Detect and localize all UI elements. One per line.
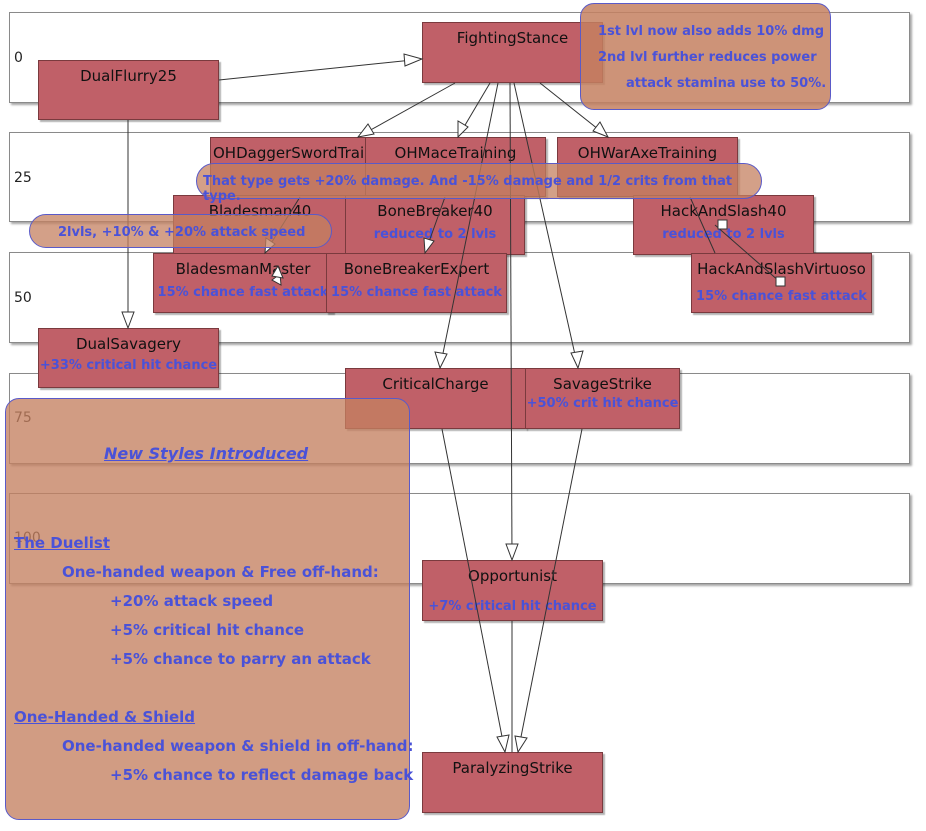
duelist-bonus: +5% critical hit chance (110, 621, 305, 639)
perk-description: +7% critical hit chance (428, 599, 597, 614)
perk-node-fighting-stance[interactable]: FightingStance (422, 22, 603, 83)
perk-title: OHMaceTraining (394, 144, 517, 162)
perk-title: FightingStance (456, 29, 569, 47)
perk-node-paralyzing-strike[interactable]: ParalyzingStrike (422, 752, 603, 813)
perk-title: DualFlurry25 (80, 67, 177, 85)
perk-title: OHDaggerSwordTraining (213, 144, 366, 162)
perk-title: HackAndSlash40 (660, 202, 787, 220)
connector-line (689, 196, 716, 254)
duelist-bonus: +5% chance to parry an attack (110, 650, 371, 668)
arrowhead (592, 121, 610, 138)
shield-bonus: +5% chance to reflect damage back (110, 766, 414, 784)
perk-title: OHWarAxeTraining (577, 144, 718, 162)
perk-title: HackAndSlashVirtuoso (697, 260, 866, 278)
note-bladesman: 2lvls, +10% & +20% attack speed (29, 214, 332, 248)
perk-node-bone-breaker-expert[interactable]: BoneBreakerExpert 15% chance fast attack (326, 253, 507, 313)
connector-line (218, 58, 423, 81)
perk-title: ParalyzingStrike (452, 759, 573, 777)
tier-label: 50 (14, 290, 32, 306)
duelist-requirement: One-handed weapon & Free off-hand: (62, 563, 379, 581)
perk-node-opportunist[interactable]: Opportunist +7% critical hit chance (422, 560, 603, 621)
connector-line (357, 82, 456, 138)
perk-node-dual-flurry[interactable]: DualFlurry25 (38, 60, 219, 120)
perk-node-savage-strike[interactable]: SavageStrike +50% crit hit chance (525, 368, 680, 429)
new-styles-panel: New Styles Introduced The Duelist One-ha… (5, 398, 414, 820)
connector-line (441, 428, 506, 753)
perk-title: BoneBreaker40 (377, 202, 493, 220)
connector-line (509, 82, 513, 561)
perk-description: 15% chance fast attack (157, 285, 329, 300)
perk-description: reduced to 2 lvls (373, 227, 497, 242)
junction-marker (717, 219, 728, 230)
tier-label: 0 (14, 50, 23, 66)
perk-node-hack-and-slash-virtuoso[interactable]: HackAndSlashVirtuoso 15% chance fast att… (691, 253, 872, 313)
perk-title: Opportunist (468, 567, 557, 585)
shield-requirement: One-handed weapon & shield in off-hand: (62, 737, 414, 755)
perk-description: reduced to 2 lvls (662, 227, 785, 242)
duelist-bonus: +20% attack speed (110, 592, 274, 610)
perk-description: 15% chance fast attack (331, 285, 502, 300)
note-line: attack stamina use to 50%. (626, 76, 827, 91)
perk-node-critical-charge[interactable]: CriticalCharge (345, 368, 526, 429)
perk-title: CriticalCharge (382, 375, 489, 393)
perk-description: +33% critical hit chance (39, 358, 218, 373)
arrowhead (271, 264, 284, 279)
note-line: 2nd lvl further reduces power (598, 50, 817, 65)
note-training: That type gets +20% damage. And -15% dam… (196, 163, 762, 204)
connector-line (513, 82, 579, 369)
note-fighting-stance: 1st lvl now also adds 10% dmg 2nd lvl fu… (580, 3, 831, 110)
arrowhead (514, 735, 528, 754)
arrowhead (403, 53, 424, 67)
tier-label: 25 (14, 170, 32, 186)
arrowhead (496, 734, 510, 754)
perk-title: SavageStrike (553, 375, 652, 393)
arrowhead (505, 543, 519, 562)
shield-title: One-Handed & Shield (14, 708, 196, 726)
arrowhead (423, 237, 435, 255)
arrowhead (457, 120, 469, 139)
duelist-title: The Duelist (14, 534, 110, 552)
connector-line (714, 224, 781, 283)
connector-line (439, 82, 499, 369)
perk-description: 15% chance fast attack (696, 289, 867, 304)
panel-heading: New Styles Introduced (104, 444, 309, 463)
arrowhead (121, 311, 135, 330)
perk-title: DualSavagery (76, 335, 181, 353)
perk-title: BoneBreakerExpert (343, 260, 490, 278)
connector-line (517, 428, 583, 753)
arrowhead (356, 123, 375, 138)
junction-marker (775, 276, 786, 287)
perk-description: +50% crit hit chance (526, 396, 679, 411)
perk-node-dual-savagery[interactable]: DualSavagery +33% critical hit chance (38, 328, 219, 388)
note-line: 1st lvl now also adds 10% dmg (598, 24, 825, 39)
arrowhead (570, 350, 584, 370)
arrowhead (434, 351, 448, 370)
